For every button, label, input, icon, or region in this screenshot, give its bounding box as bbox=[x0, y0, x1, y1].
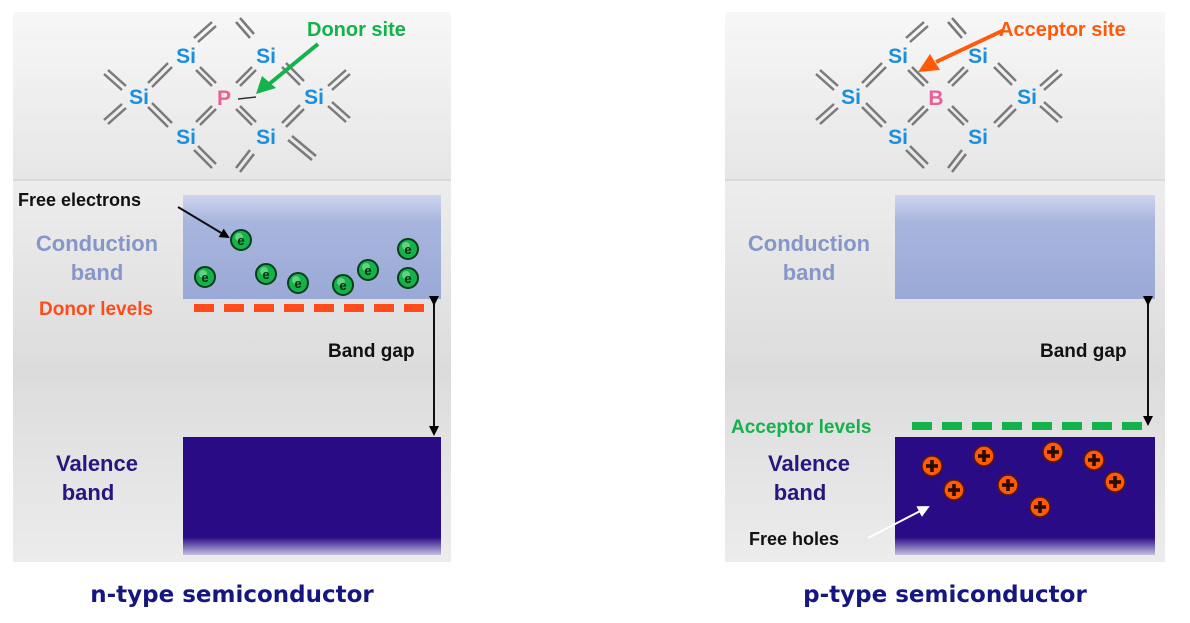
ntype-atom-si-top-left: Si bbox=[176, 45, 196, 68]
ntype-band-gap-label: Band gap bbox=[328, 341, 415, 362]
ptype-atom-boron: B bbox=[928, 87, 943, 110]
hole-icon bbox=[1042, 441, 1064, 463]
electron-symbol: e bbox=[404, 271, 411, 286]
electron-symbol: e bbox=[262, 267, 269, 282]
electron-icon: e bbox=[357, 259, 379, 281]
ntype-donor-site-label: Donor site bbox=[307, 19, 406, 41]
ntype-donor-electron-bond bbox=[237, 96, 257, 100]
hole-icon bbox=[1083, 449, 1105, 471]
ptype-band-gap-label: Band gap bbox=[1040, 341, 1127, 362]
donor-level-mark bbox=[344, 304, 364, 312]
acceptor-level-mark bbox=[1122, 422, 1142, 430]
ptype-holes bbox=[921, 441, 1126, 518]
ptype-lattice-background bbox=[725, 12, 1165, 180]
ptype-lattice-bonds bbox=[815, 17, 1063, 173]
electron-icon: e bbox=[287, 272, 309, 294]
electron-symbol: e bbox=[201, 270, 208, 285]
electron-symbol: e bbox=[339, 278, 346, 293]
acceptor-level-mark bbox=[942, 422, 962, 430]
ptype-valence-label-line1: Valence bbox=[768, 451, 850, 476]
ntype-atom-phosphorus: P bbox=[217, 87, 231, 110]
hole-icon bbox=[1029, 496, 1051, 518]
ptype-caption: p-type semiconductor bbox=[803, 582, 1087, 608]
hole-icon bbox=[921, 455, 943, 477]
electron-symbol: e bbox=[404, 242, 411, 257]
ptype-conduction-band bbox=[895, 195, 1155, 299]
ptype-panel: Si Si Si B Si Si Si Acceptor site Conduc… bbox=[725, 12, 1165, 562]
acceptor-level-mark bbox=[1062, 422, 1082, 430]
hole-icon bbox=[943, 479, 965, 501]
ntype-atom-si-top-right: Si bbox=[256, 45, 276, 68]
semiconductor-diagram: Si Si Si P Si Si Si Donor site Conductio… bbox=[13, 12, 1165, 562]
ntype-atom-si-right: Si bbox=[304, 86, 324, 109]
ntype-donor-site-arrow-icon bbox=[256, 76, 276, 94]
donor-level-mark bbox=[404, 304, 424, 312]
ntype-donor-levels-label: Donor levels bbox=[39, 299, 153, 320]
ptype-free-holes-arrow-icon bbox=[867, 506, 930, 539]
electron-icon: e bbox=[332, 274, 354, 296]
ntype-atom-si-bottom-right: Si bbox=[256, 126, 276, 149]
hole-icon bbox=[1104, 471, 1126, 493]
ptype-conduction-label-line1: Conduction bbox=[748, 231, 870, 256]
electron-icon: e bbox=[230, 229, 252, 251]
ntype-donor-site-arrow-shaft bbox=[266, 42, 320, 87]
ntype-atom-si-bottom-left: Si bbox=[176, 126, 196, 149]
ntype-panel: Si Si Si P Si Si Si Donor site Conductio… bbox=[13, 12, 451, 562]
electron-symbol: e bbox=[364, 263, 371, 278]
donor-level-mark bbox=[314, 304, 334, 312]
ptype-atom-si-top-left: Si bbox=[888, 45, 908, 68]
ntype-valence-label-line2: band bbox=[62, 480, 115, 505]
electron-icon: e bbox=[397, 238, 419, 260]
ntype-donor-levels bbox=[194, 304, 424, 312]
hole-icon bbox=[973, 445, 995, 467]
acceptor-level-mark bbox=[1092, 422, 1112, 430]
ptype-conduction-label-line2: band bbox=[783, 260, 836, 285]
acceptor-level-mark bbox=[1032, 422, 1052, 430]
ntype-conduction-label-line2: band bbox=[71, 260, 124, 285]
ntype-lattice-bonds bbox=[103, 17, 351, 173]
ntype-conduction-label-line1: Conduction bbox=[36, 231, 158, 256]
electron-symbol: e bbox=[237, 233, 244, 248]
electron-icon: e bbox=[255, 263, 277, 285]
donor-level-mark bbox=[284, 304, 304, 312]
ptype-atom-si-top-right: Si bbox=[968, 45, 988, 68]
electron-icon: e bbox=[397, 267, 419, 289]
acceptor-level-mark bbox=[912, 422, 932, 430]
ntype-lattice-background bbox=[13, 12, 451, 180]
ptype-acceptor-site-arrow-shaft bbox=[935, 28, 1005, 64]
ntype-free-electrons-arrow-icon bbox=[177, 206, 230, 239]
ptype-acceptor-site-label: Acceptor site bbox=[999, 19, 1126, 41]
acceptor-level-mark bbox=[1002, 422, 1022, 430]
ptype-acceptor-site-arrow-icon bbox=[918, 54, 940, 72]
donor-level-mark bbox=[254, 304, 274, 312]
ptype-atom-si-right: Si bbox=[1017, 86, 1037, 109]
electron-icon: e bbox=[194, 266, 216, 288]
ptype-acceptor-levels-label: Acceptor levels bbox=[731, 417, 871, 438]
donor-level-mark bbox=[374, 304, 394, 312]
ptype-atom-si-left: Si bbox=[841, 86, 861, 109]
acceptor-level-mark bbox=[972, 422, 992, 430]
ptype-valence-label-line2: band bbox=[774, 480, 827, 505]
ptype-atom-si-bottom-right: Si bbox=[968, 126, 988, 149]
ptype-free-holes-label: Free holes bbox=[749, 529, 839, 549]
donor-level-mark bbox=[224, 304, 244, 312]
ptype-valence-band bbox=[895, 437, 1155, 555]
ntype-atom-si-left: Si bbox=[129, 86, 149, 109]
ptype-acceptor-levels bbox=[912, 422, 1142, 430]
ptype-atom-si-bottom-left: Si bbox=[888, 126, 908, 149]
hole-icon bbox=[997, 474, 1019, 496]
donor-level-mark bbox=[194, 304, 214, 312]
ntype-valence-label-line1: Valence bbox=[56, 451, 138, 476]
ntype-caption: n-type semiconductor bbox=[90, 582, 374, 608]
ntype-valence-band bbox=[183, 437, 441, 555]
ntype-free-electrons-label: Free electrons bbox=[18, 190, 141, 210]
electron-symbol: e bbox=[294, 276, 301, 291]
